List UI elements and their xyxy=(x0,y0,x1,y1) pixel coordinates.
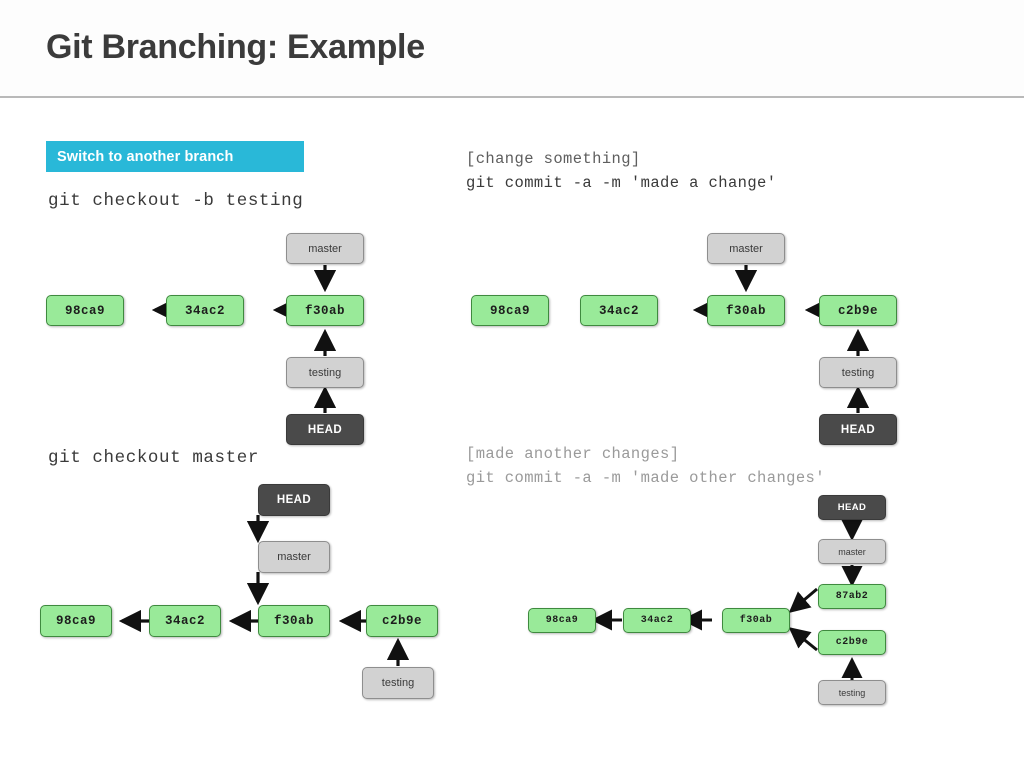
right-command-commit-other-changes: git commit -a -m 'made other changes' xyxy=(466,469,825,487)
right-command-commit-a-m: git commit -a -m 'made a change' xyxy=(466,174,777,192)
node-head[interactable]: HEAD xyxy=(818,495,886,520)
diagram-checkout-b-testing: master 98ca9 34ac2 f30ab testing HEAD xyxy=(40,225,400,445)
diagram-4-edges xyxy=(591,519,863,680)
slide-header: Git Branching: Example xyxy=(0,0,1024,98)
node-master[interactable]: master xyxy=(258,541,330,573)
node-testing[interactable]: testing xyxy=(286,357,364,388)
diagram-checkout-master: HEAD master 98ca9 34ac2 f30ab c2b9e test… xyxy=(30,478,460,703)
right-note-change-something: [change something] xyxy=(466,150,641,168)
left-command-checkout-b: git checkout -b testing xyxy=(48,191,304,211)
node-f30ab[interactable]: f30ab xyxy=(258,605,330,637)
node-34ac2[interactable]: 34ac2 xyxy=(149,605,221,637)
node-f30ab[interactable]: f30ab xyxy=(707,295,785,326)
node-f30ab[interactable]: f30ab xyxy=(722,608,790,633)
diagram-2-edges xyxy=(580,265,870,413)
node-98ca9[interactable]: 98ca9 xyxy=(528,608,596,633)
node-master[interactable]: master xyxy=(818,539,886,564)
node-34ac2[interactable]: 34ac2 xyxy=(580,295,658,326)
node-34ac2[interactable]: 34ac2 xyxy=(623,608,691,633)
node-c2b9e[interactable]: c2b9e xyxy=(818,630,886,655)
diagram-diverged: HEAD master 87ab2 98ca9 34ac2 f30ab c2b9… xyxy=(512,490,912,710)
left-command-checkout-master: git checkout master xyxy=(48,448,259,468)
node-master[interactable]: master xyxy=(286,233,364,264)
node-head[interactable]: HEAD xyxy=(258,484,330,516)
node-c2b9e[interactable]: c2b9e xyxy=(366,605,438,637)
diagram-after-commit: master 98ca9 34ac2 f30ab c2b9e testing H… xyxy=(462,225,902,445)
node-master[interactable]: master xyxy=(707,233,785,264)
node-f30ab[interactable]: f30ab xyxy=(286,295,364,326)
node-c2b9e[interactable]: c2b9e xyxy=(819,295,897,326)
node-testing[interactable]: testing xyxy=(362,667,434,699)
right-note-made-another-changes: [made another changes] xyxy=(466,445,680,463)
node-34ac2[interactable]: 34ac2 xyxy=(166,295,244,326)
node-98ca9[interactable]: 98ca9 xyxy=(471,295,549,326)
section-badge-label: Switch to another branch xyxy=(57,148,234,165)
node-98ca9[interactable]: 98ca9 xyxy=(40,605,112,637)
node-head[interactable]: HEAD xyxy=(819,414,897,445)
page-title: Git Branching: Example xyxy=(46,28,425,66)
node-98ca9[interactable]: 98ca9 xyxy=(46,295,124,326)
section-badge: Switch to another branch xyxy=(46,141,304,172)
node-testing[interactable]: testing xyxy=(819,357,897,388)
node-head[interactable]: HEAD xyxy=(286,414,364,445)
node-testing[interactable]: testing xyxy=(818,680,886,705)
header-divider xyxy=(0,96,1024,98)
node-87ab2[interactable]: 87ab2 xyxy=(818,584,886,609)
